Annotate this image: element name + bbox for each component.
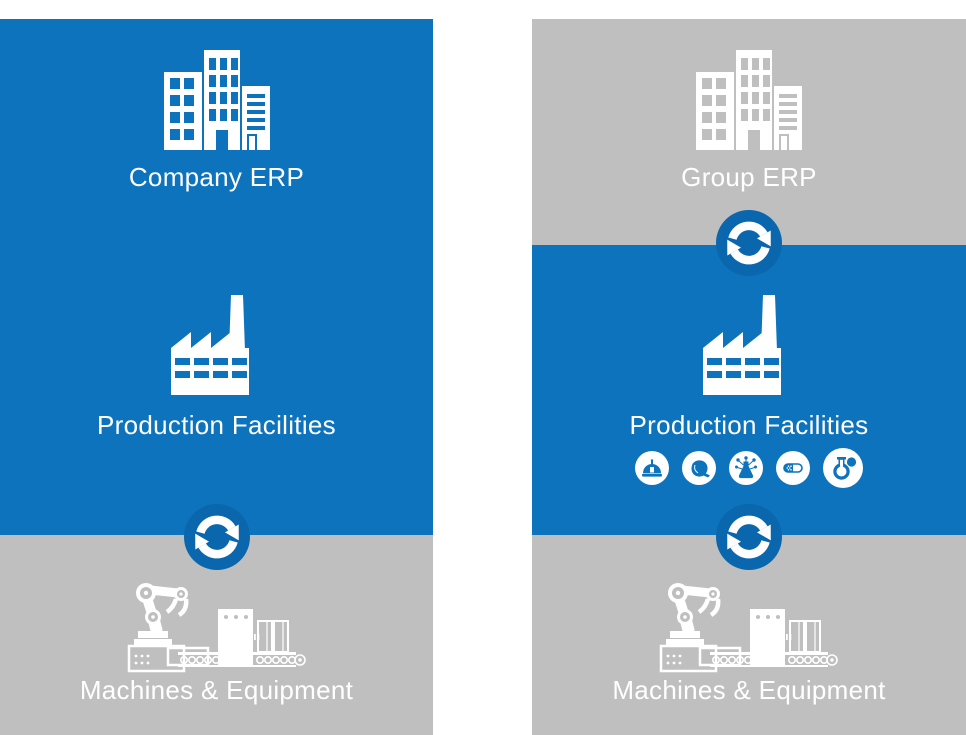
robotic-arm-conveyor-icon [658, 576, 840, 681]
office-buildings-icon [696, 50, 802, 155]
machines-equipment-label: Machines & Equipment [612, 675, 886, 705]
round-flask-icon [823, 448, 863, 488]
production-facilities-label: Production Facilities [97, 410, 336, 440]
factory-icon [169, 295, 265, 400]
sync-arrows-icon [716, 210, 782, 276]
production-facilities-label: Production Facilities [629, 410, 869, 440]
factory-icon [701, 295, 797, 400]
machines-equipment-label: Machines & Equipment [79, 675, 354, 705]
company-erp-label: Company ERP [128, 162, 305, 192]
office-buildings-icon [163, 50, 270, 155]
sync-arrows-icon [716, 504, 782, 570]
sync-arrows-icon [184, 504, 250, 570]
company-column: Company ERP Production Facilities Machin… [0, 19, 433, 735]
industry-icons-row [532, 448, 966, 488]
capsule-icon [776, 451, 810, 485]
company-erp-production-section: Company ERP Production Facilities [0, 19, 433, 535]
production-section: Production Facilities [532, 245, 966, 535]
cloche-icon [635, 451, 669, 485]
robotic-arm-conveyor-icon [126, 576, 308, 681]
group-erp-section: Group ERP [532, 19, 966, 245]
chemistry-flask-icon [729, 451, 763, 485]
meat-icon [682, 451, 716, 485]
group-erp-label: Group ERP [681, 162, 817, 192]
group-column: Group ERP Production Facilities [532, 19, 966, 735]
